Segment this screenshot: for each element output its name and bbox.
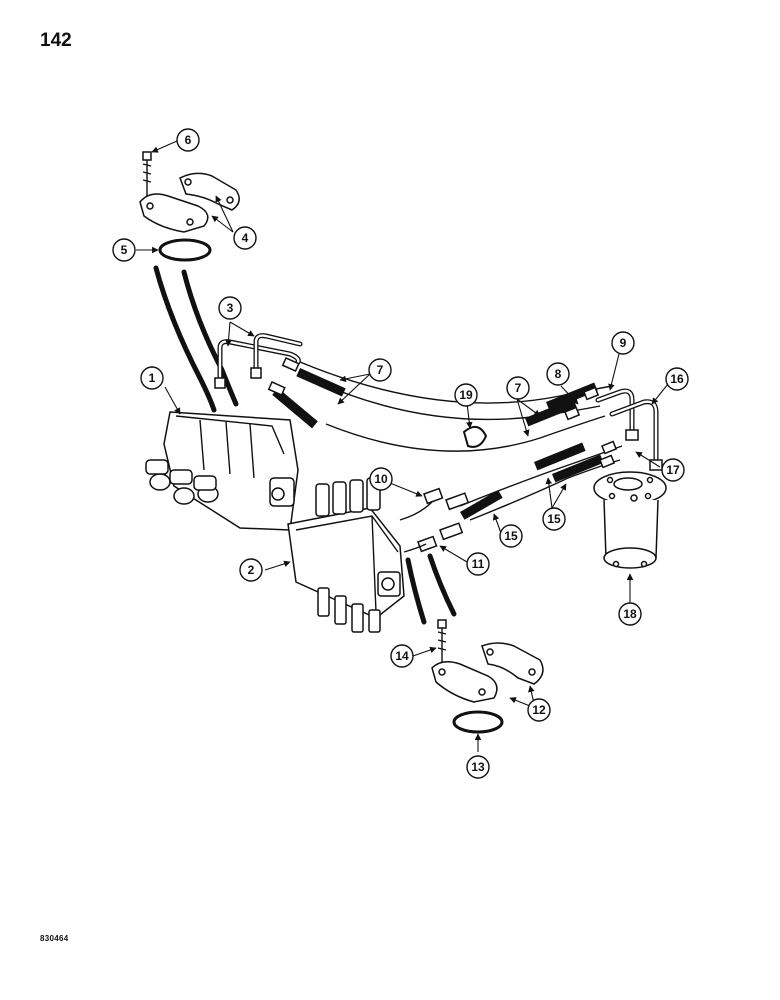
callout-label: 7	[515, 381, 522, 395]
elbow-fittings	[399, 487, 470, 553]
upper-o-ring	[158, 238, 212, 262]
callout-12: 12	[527, 698, 551, 722]
callout-15-left: 15	[499, 524, 523, 548]
callout-label: 18	[623, 607, 637, 621]
upper-split-flange	[139, 172, 240, 233]
callout-18: 18	[618, 602, 642, 626]
lower-o-ring	[452, 710, 504, 734]
callout-label: 8	[555, 367, 562, 381]
callout-label: 15	[504, 529, 518, 543]
lower-hose-left	[405, 557, 427, 625]
callout-10: 10	[369, 467, 393, 491]
callout-label: 4	[242, 231, 249, 245]
callout-label: 5	[121, 243, 128, 257]
lower-hose-right	[427, 553, 457, 617]
callout-label: 6	[185, 133, 192, 147]
upper-hose-left	[153, 265, 217, 413]
leader-lines	[136, 140, 669, 752]
callout-6: 6	[176, 128, 200, 152]
hose-tie-strap	[462, 425, 488, 448]
document-code: 830464	[40, 934, 69, 943]
callout-label: 16	[670, 372, 684, 386]
lower-flange-bolt	[437, 619, 447, 664]
callout-label: 3	[227, 301, 234, 315]
callout-7-left: 7	[368, 358, 392, 382]
callout-1: 1	[140, 366, 164, 390]
callout-label: 19	[459, 388, 473, 402]
callout-8: 8	[546, 362, 570, 386]
callout-5: 5	[112, 238, 136, 262]
callout-label: 11	[472, 557, 485, 571]
callout-label: 13	[471, 760, 485, 774]
callout-9: 9	[611, 331, 635, 355]
short-hose-assemblies	[459, 440, 623, 521]
callout-19: 19	[454, 383, 478, 407]
callout-3: 3	[218, 296, 242, 320]
hydraulic-swivel	[593, 471, 667, 569]
callout-14: 14	[390, 644, 414, 668]
control-valve-lower	[287, 477, 405, 633]
upper-flange-bolt	[142, 151, 152, 196]
callout-17: 17	[661, 458, 685, 482]
callout-label: 7	[377, 363, 384, 377]
callout-label: 12	[532, 703, 546, 717]
page-number: 142	[40, 30, 72, 51]
callout-label: 1	[149, 371, 156, 385]
callout-2: 2	[239, 558, 263, 582]
callout-label: 15	[547, 512, 561, 526]
callout-16: 16	[665, 367, 689, 391]
callout-label: 2	[248, 563, 255, 577]
callout-7-right: 7	[506, 376, 530, 400]
control-valve-upper	[145, 411, 299, 531]
long-hose-assemblies	[267, 357, 613, 452]
callout-13: 13	[466, 755, 490, 779]
callout-15-right: 15	[542, 507, 566, 531]
callout-label: 17	[666, 463, 680, 477]
callout-label: 9	[620, 336, 627, 350]
lower-split-flange	[431, 642, 544, 703]
callout-11: 11	[466, 552, 490, 576]
callout-label: 10	[374, 472, 388, 486]
callout-4: 4	[233, 226, 257, 250]
callout-label: 14	[395, 649, 409, 663]
